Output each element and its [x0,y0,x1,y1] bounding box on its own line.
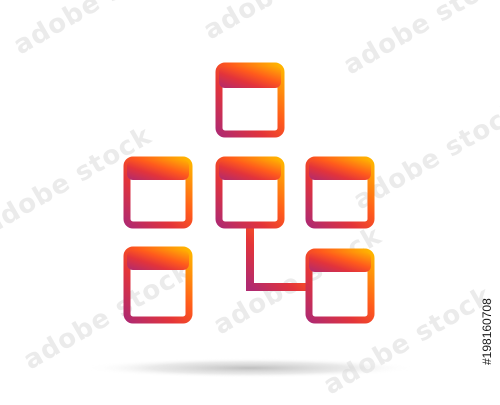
icon-shadow [85,358,415,378]
db-box-bottom-right [305,248,375,324]
db-box-right [305,156,375,229]
db-box-top [215,62,285,138]
db-box-left [123,156,193,229]
stock-id-caption: #198160708 [480,298,494,365]
watermark-text: adobe stock [19,256,198,376]
boxes [123,62,375,324]
watermark-text: adobe stock [199,0,378,46]
watermark-text: adobe stock [339,0,500,81]
db-box-center [215,156,285,229]
watermark-text: adobe stock [9,0,188,61]
db-box-bottom-left [123,246,193,324]
watermark-text: adobe stock [319,281,498,401]
